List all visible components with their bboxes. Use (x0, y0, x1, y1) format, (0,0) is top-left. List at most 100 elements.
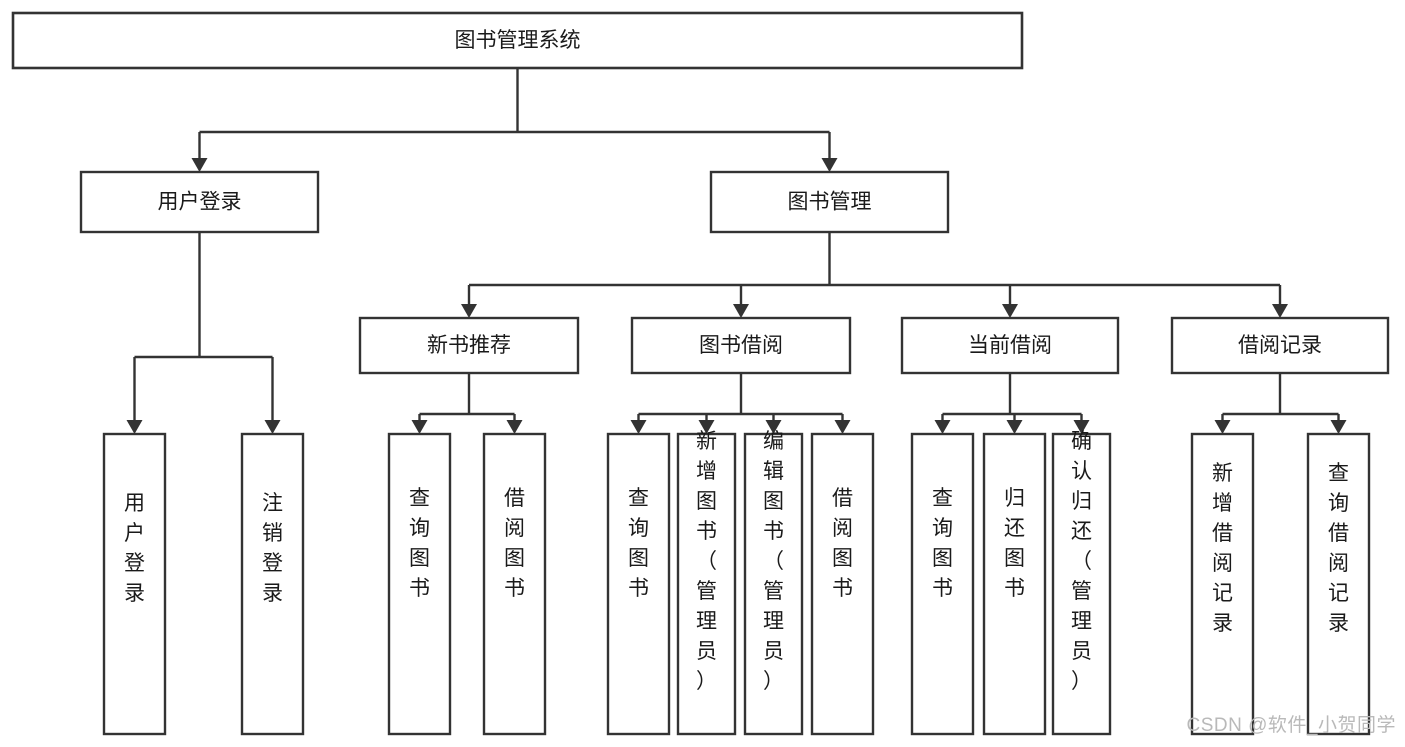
arrow-head-icon (1214, 420, 1231, 434)
arrow-head-icon (765, 420, 782, 434)
node-label-leaf-query-books-current-char: 书 (932, 577, 953, 600)
node-box-leaf-query-borrow-record (1306, 432, 1371, 736)
node-box-leaf-confirm-return-admin (1051, 432, 1112, 736)
node-label-leaf-add-book-admin-char: 新 (696, 430, 717, 453)
arrow-head-icon (821, 158, 838, 172)
node-layer: 图书管理系统用户登录图书管理新书推荐图书借阅当前借阅借阅记录用户登录注销登录查询… (11, 11, 1390, 736)
node-label-leaf-edit-book-admin-char: 图 (763, 490, 784, 513)
node-label-leaf-logout-char: 注 (262, 492, 283, 515)
node-label-leaf-query-books-borrow-char: 查 (628, 487, 649, 510)
node-box-leaf-user-login (102, 432, 167, 736)
node-label-book-borrow: 图书借阅 (699, 334, 783, 357)
node-label-leaf-confirm-return-admin-char: 认 (1071, 460, 1092, 483)
arrow-head-icon (411, 420, 428, 434)
node-label-leaf-borrow-books-recommend-char: 图 (504, 547, 525, 570)
node-label-leaf-edit-book-admin-char: 辑 (763, 460, 784, 483)
node-current-borrow[interactable]: 当前借阅 (900, 316, 1120, 375)
node-label-leaf-confirm-return-admin-char: （ (1071, 550, 1092, 573)
arrow-head-icon (1006, 420, 1023, 434)
node-root[interactable]: 图书管理系统 (11, 11, 1024, 70)
node-leaf-user-login[interactable]: 用户登录 (102, 432, 167, 736)
node-label-leaf-edit-book-admin-char: ） (763, 670, 784, 693)
node-book-borrow[interactable]: 图书借阅 (630, 316, 852, 375)
node-label-leaf-edit-book-admin-char: 理 (763, 610, 784, 633)
node-label-leaf-add-book-admin-char: ） (696, 670, 717, 693)
node-label-leaf-borrow-book-char: 借 (832, 487, 853, 510)
node-label-leaf-borrow-book-char: 书 (832, 577, 853, 600)
node-label-leaf-query-books-borrow-char: 询 (628, 517, 649, 540)
arrow-head-icon (1330, 420, 1347, 434)
node-box-new-book-recommend (358, 316, 580, 375)
connector-layer (126, 68, 1347, 434)
node-box-leaf-return-book (982, 432, 1047, 736)
node-label-leaf-borrow-book-char: 阅 (832, 517, 853, 540)
node-label-leaf-add-borrow-record-char: 新 (1212, 462, 1233, 485)
node-box-leaf-query-books-current (910, 432, 975, 736)
node-label-leaf-user-login-char: 录 (124, 582, 145, 605)
node-label-leaf-confirm-return-admin-char: 员 (1071, 640, 1092, 663)
node-label-leaf-confirm-return-admin-char: 归 (1071, 490, 1092, 513)
node-box-book-management (709, 170, 950, 234)
connector-group-book-borrow (630, 373, 851, 434)
arrow-head-icon (506, 420, 523, 434)
node-label-current-borrow: 当前借阅 (968, 334, 1052, 357)
node-box-user-login (79, 170, 320, 234)
node-label-leaf-logout-char: 销 (262, 522, 283, 545)
node-label-leaf-return-book-char: 图 (1004, 547, 1025, 570)
node-label-leaf-confirm-return-admin-char: 管 (1071, 580, 1092, 603)
node-box-root (11, 11, 1024, 70)
node-label-leaf-add-book-admin-char: （ (696, 550, 717, 573)
connector-group-new-book-recommend (411, 373, 523, 434)
node-new-book-recommend[interactable]: 新书推荐 (358, 316, 580, 375)
node-label-leaf-user-login-char: 用 (124, 492, 145, 515)
node-label-leaf-query-borrow-record-char: 录 (1328, 612, 1349, 635)
node-label-leaf-query-borrow-record-char: 借 (1328, 522, 1349, 545)
arrow-head-icon (264, 420, 281, 434)
node-label-leaf-user-login-char: 登 (124, 552, 145, 575)
node-label-leaf-edit-book-admin-char: 员 (763, 640, 784, 663)
node-book-management[interactable]: 图书管理 (709, 170, 950, 234)
node-label-leaf-add-book-admin-char: 增 (696, 460, 717, 483)
node-label-leaf-add-book-admin-char: 管 (696, 580, 717, 603)
node-label-new-book-recommend: 新书推荐 (427, 334, 511, 357)
node-label-leaf-user-login-char: 户 (124, 522, 145, 545)
csdn-watermark: CSDN @软件_小贺同学 (1187, 714, 1396, 736)
node-label-leaf-logout-char: 登 (262, 552, 283, 575)
node-label-leaf-return-book-char: 还 (1004, 517, 1025, 540)
node-box-leaf-query-books-recommend (387, 432, 452, 736)
node-label-leaf-borrow-book-char: 图 (832, 547, 853, 570)
node-label-leaf-query-borrow-record-char: 询 (1328, 492, 1349, 515)
node-label-leaf-edit-book-admin-char: 书 (763, 520, 784, 543)
node-box-current-borrow (900, 316, 1120, 375)
node-label-leaf-query-books-borrow-char: 书 (628, 577, 649, 600)
node-label-leaf-query-books-borrow-char: 图 (628, 547, 649, 570)
node-label-leaf-query-borrow-record-char: 记 (1328, 582, 1349, 605)
node-label-leaf-edit-book-admin-char: （ (763, 550, 784, 573)
node-label-leaf-return-book-char: 书 (1004, 577, 1025, 600)
arrow-head-icon (191, 158, 208, 172)
node-borrow-records[interactable]: 借阅记录 (1170, 316, 1390, 375)
node-box-book-borrow (630, 316, 852, 375)
node-label-leaf-edit-book-admin-char: 管 (763, 580, 784, 603)
node-label-leaf-query-books-recommend-char: 书 (409, 577, 430, 600)
arrow-head-icon (1073, 420, 1090, 434)
node-label-leaf-borrow-books-recommend-char: 书 (504, 577, 525, 600)
node-label-leaf-add-book-admin-char: 理 (696, 610, 717, 633)
node-label-leaf-query-books-current-char: 图 (932, 547, 953, 570)
connector-group-borrow-records (1214, 373, 1347, 434)
node-user-login[interactable]: 用户登录 (79, 170, 320, 234)
node-label-leaf-add-borrow-record-char: 阅 (1212, 552, 1233, 575)
